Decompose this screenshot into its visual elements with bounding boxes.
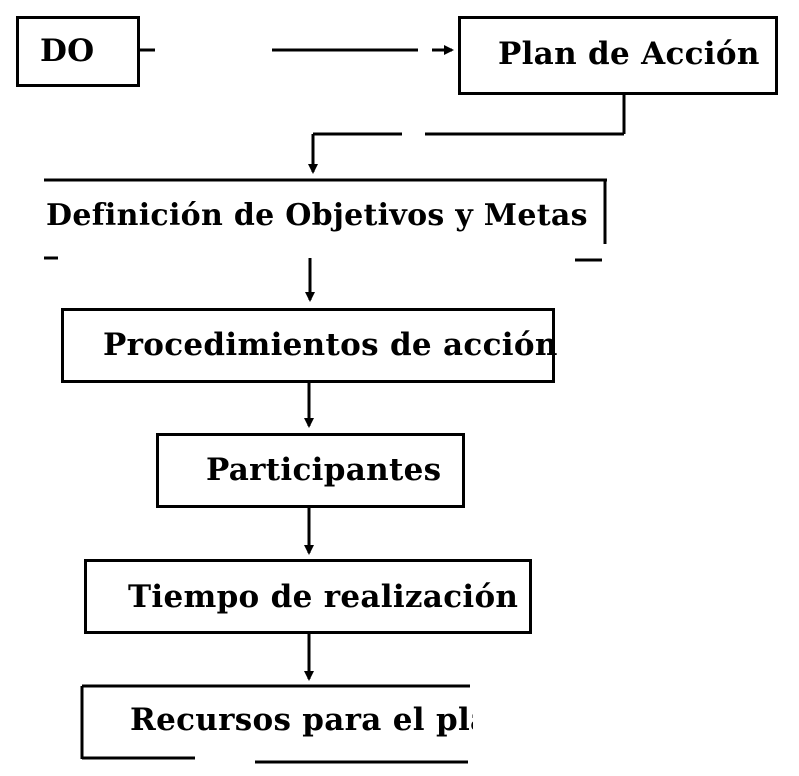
recursos-frame <box>80 684 470 764</box>
objetivos-metas-label: Definición de Objetivos y Metas <box>46 198 588 233</box>
plan-accion-box <box>458 16 778 95</box>
participantes-label: Participantes <box>206 452 442 488</box>
plan-accion-label: Plan de Acción <box>498 36 760 72</box>
do-box <box>16 16 140 87</box>
procedimientos-label: Procedimientos de acción <box>103 327 558 363</box>
do-label: DO <box>40 33 95 69</box>
recursos-label: Recursos para el plar <box>130 705 473 738</box>
tiempo-box <box>84 559 532 634</box>
participantes-box <box>156 433 465 508</box>
objetivos-frame <box>44 178 607 262</box>
arrow-plan-to-objetivos <box>308 93 626 174</box>
procedimientos-box <box>61 308 555 383</box>
tiempo-label: Tiempo de realización <box>128 579 519 615</box>
recursos-label-clip: Recursos para el plar <box>130 705 473 745</box>
